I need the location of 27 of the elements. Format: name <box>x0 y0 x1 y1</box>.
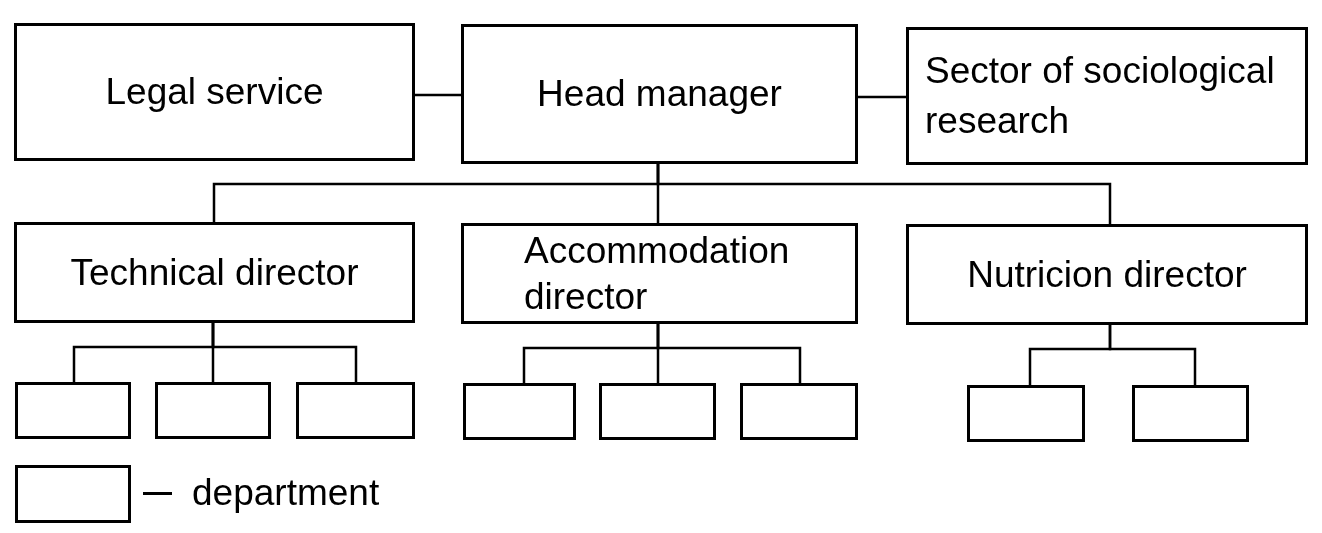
connector-line <box>1108 325 1197 385</box>
connector-line <box>656 164 1112 224</box>
department-box <box>967 385 1085 442</box>
connector-line <box>415 93 461 97</box>
department-box <box>155 382 271 439</box>
unit-title: Head manager <box>537 72 782 116</box>
connector-line <box>858 95 906 99</box>
department-box <box>15 382 131 439</box>
department-box <box>740 383 858 440</box>
legend-text: department <box>192 471 380 515</box>
org-unit-box <box>461 223 858 324</box>
department-box <box>463 383 576 440</box>
unit-title: Technical director <box>70 250 359 295</box>
org-unit-box <box>461 24 858 164</box>
unit-title: Legal service <box>105 70 324 114</box>
org-unit-box <box>906 27 1308 165</box>
department-box <box>1132 385 1249 442</box>
department-box <box>296 382 415 439</box>
org-unit-box <box>906 224 1308 325</box>
org-unit-box <box>14 222 415 323</box>
connector-line <box>656 324 802 383</box>
unit-title: Nutricion director <box>967 252 1247 297</box>
unit-title: Accommodation director <box>524 228 791 319</box>
connector-line <box>211 323 358 382</box>
org-unit-box <box>14 23 415 161</box>
department-box <box>599 383 716 440</box>
unit-title: Sector of sociological research <box>925 49 1276 143</box>
